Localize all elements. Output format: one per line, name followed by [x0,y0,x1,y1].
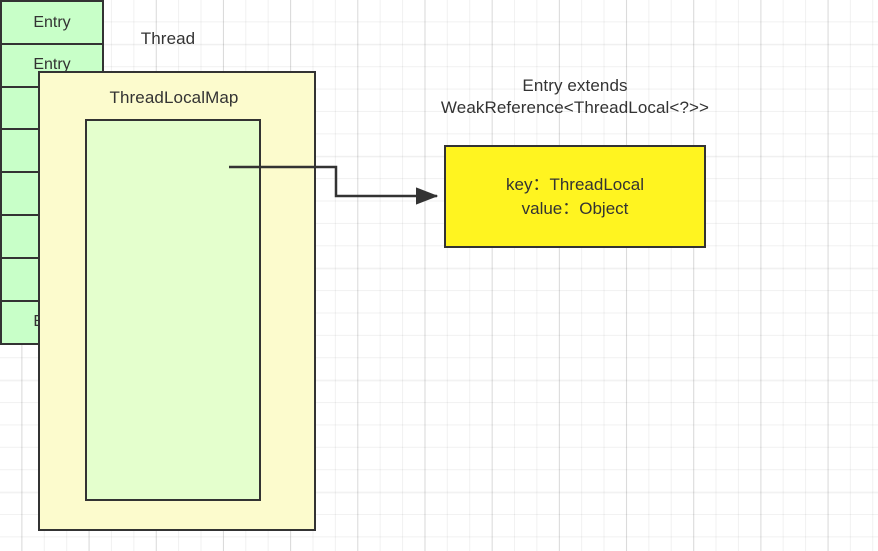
entry-detail-box: key：ThreadLocal value：Object [444,145,706,248]
entry-type-label: Entry extends WeakReference<ThreadLocal<… [440,76,710,117]
thread-label: Thread [140,29,196,48]
entry-cell-label: Entry [33,56,71,74]
threadlocalmap-container-box [85,119,261,501]
entry-detail-text: key：ThreadLocal value：Object [506,174,644,218]
entry-cell[interactable]: Entry [0,0,104,46]
entry-cell-label: Entry [33,13,71,31]
threadlocalmap-label: ThreadLocalMap [109,88,239,107]
